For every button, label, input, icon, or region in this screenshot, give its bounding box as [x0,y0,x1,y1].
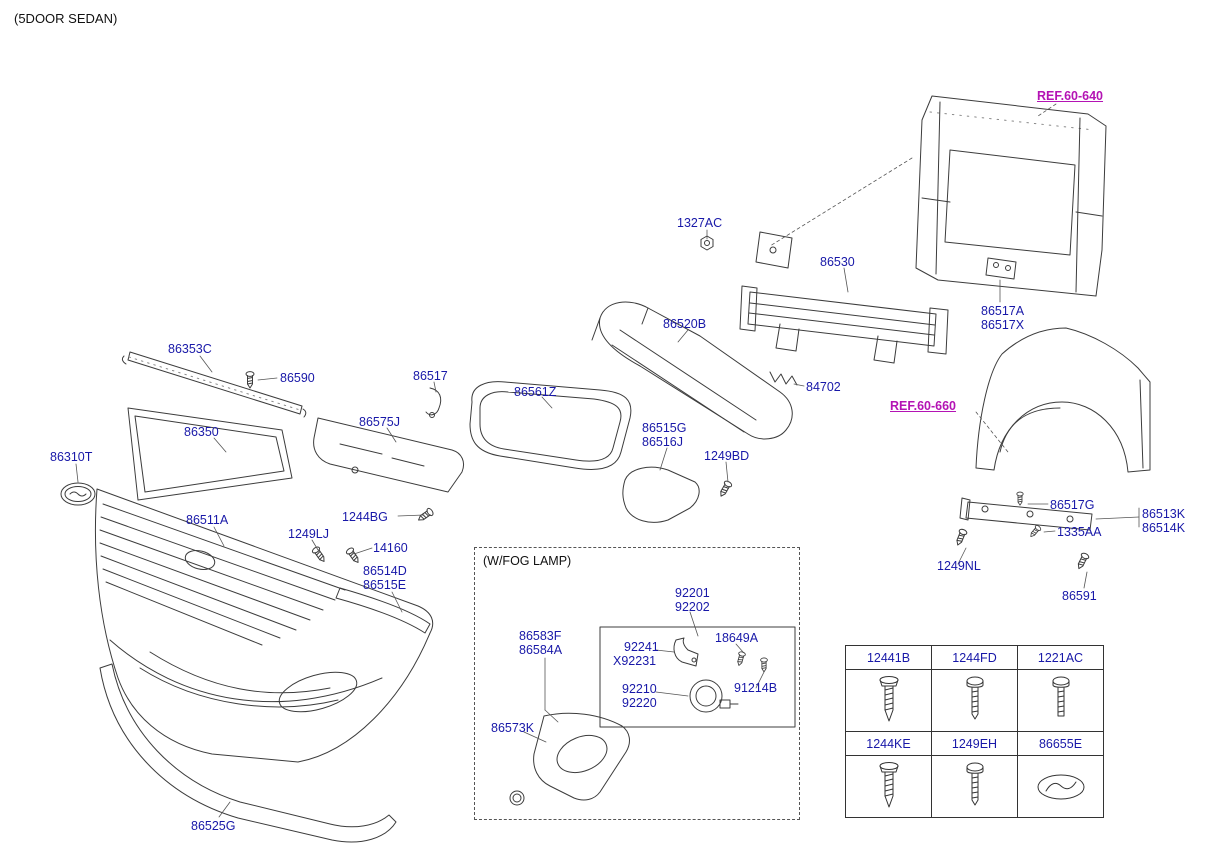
spring-drawing [769,371,798,386]
part-label-1249NL: 1249NL [937,559,981,573]
bumper-upper-bracket-drawing [313,417,465,493]
part-label-86511A: 86511A [186,513,229,527]
part-label-92210: 92210 [622,682,657,696]
part-label-86590: 86590 [280,371,315,385]
fender-side-support-drawing [953,491,1093,571]
part-label-1244BG: 1244BG [342,510,388,524]
part-label-86575J: 86575J [359,415,401,429]
radiator-grille-drawing [127,407,293,501]
radiator-support-drawing [915,95,1107,297]
machine-screw-icon [966,676,983,719]
machine-screw-icon [966,762,983,805]
front-bumper-drawing [94,488,434,763]
tapping-screw-icon [879,761,898,807]
ref-link-60-640[interactable]: REF.60-640 [1037,89,1104,103]
part-label-86525G: 86525G [191,819,236,833]
emblem-oval-icon [1037,774,1084,799]
part-label-86514D: 86514D [363,564,407,578]
part-label-84702: 84702 [806,380,841,394]
part-label-92202: 92202 [675,600,710,614]
fastener-part-number: 1221AC [1017,645,1104,670]
fastener-cell [1017,669,1104,732]
part-label-18649A: 18649A [715,631,759,645]
part-label-86584A: 86584A [519,643,563,657]
part-label-92241: 92241 [624,640,659,654]
fender-drawing [975,327,1151,473]
fastener-part-number: 1244KE [845,731,932,756]
part-label-86583F: 86583F [519,629,562,643]
fastener-table-icon-row-1 [845,669,1104,732]
kia-emblem-drawing [60,482,96,506]
part-label-86517G: 86517G [1050,498,1095,512]
fog-lamp-assembly-drawing [509,626,796,806]
fastener-cell [931,755,1018,818]
grille-upper-trim-drawing [121,351,307,418]
part-label-X92231: X92231 [613,654,657,668]
part-label-92220: 92220 [622,696,657,710]
fastener-table-header-row-2: 1244KE 1249EH 86655E [845,731,1104,756]
fastener-cell [1017,755,1104,818]
part-label-86350: 86350 [184,425,219,439]
part-label-1249LJ: 1249LJ [288,527,330,541]
part-label-1327AC: 1327AC [677,216,723,230]
fastener-part-number: 1244FD [931,645,1018,670]
part-label-86517A: 86517A [981,304,1025,318]
part-label-14160: 14160 [373,541,408,555]
mount-bolt-drawing [700,235,714,251]
part-label-1249BD: 1249BD [704,449,750,463]
page-title: (5DOOR SEDAN) [14,11,118,26]
part-label-86514K: 86514K [1142,521,1186,535]
part-label-92201: 92201 [675,586,710,600]
fastener-table: 12441B 1244FD 1221AC [845,645,1104,818]
part-label-86561Z: 86561Z [514,385,557,399]
bumper-lower-molding-drawing [99,663,397,843]
fastener-part-number: 86655E [1017,731,1104,756]
part-label-86573K: 86573K [491,721,535,735]
part-label-91214B: 91214B [734,681,778,695]
bumper-reinforcement-drawing [739,231,949,364]
machine-screw-icon [1052,676,1069,716]
fastener-part-number: 12441B [845,645,932,670]
fastener-table-icon-row-2 [845,755,1104,818]
fog-lamp-section-title: (W/FOG LAMP) [483,554,572,568]
part-label-86530: 86530 [820,255,855,269]
tapping-screw-icon [879,675,898,721]
part-label-86515E: 86515E [363,578,407,592]
part-label-86516J: 86516J [642,435,684,449]
fastener-cell [931,669,1018,732]
ref-link-60-660[interactable]: REF.60-660 [890,399,957,413]
part-label-86513K: 86513K [1142,507,1186,521]
bumper-hook-drawing [425,387,442,418]
part-label-86591: 86591 [1062,589,1097,603]
reference-connector-lines [769,103,1057,453]
bumper-side-molding-drawing [335,587,431,634]
fastener-cell [845,669,932,732]
part-label-86517: 86517 [413,369,448,383]
leader-lines [75,229,1140,818]
part-label-86353C: 86353C [168,342,212,356]
fastener-part-number: 1249EH [931,731,1018,756]
part-label-86515G: 86515G [642,421,687,435]
center-grille-drawing [469,381,632,470]
fog-lamp-section [474,547,800,820]
fastener-table-header-row-1: 12441B 1244FD 1221AC [845,645,1104,670]
energy-absorber-drawing [591,301,793,440]
part-label-86310T: 86310T [50,450,93,464]
fastener-cell [845,755,932,818]
part-label-86517X: 86517X [981,318,1025,332]
bumper-cover-bracket-drawing [622,466,700,523]
part-label-1335AA: 1335AA [1057,525,1102,539]
part-label-86520B: 86520B [663,317,707,331]
